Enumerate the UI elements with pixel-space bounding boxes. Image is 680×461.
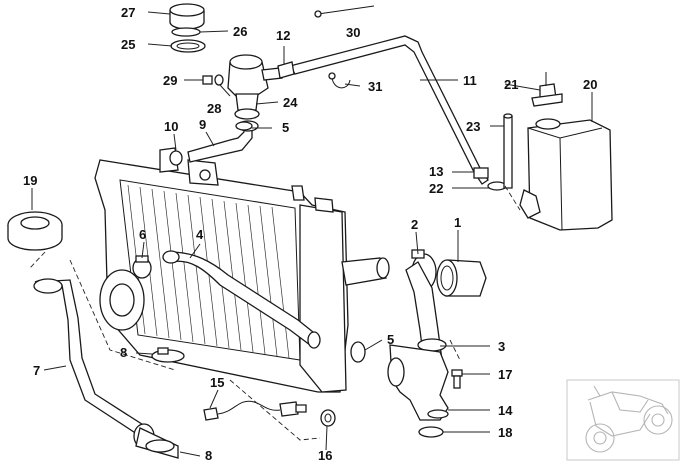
callout-19: 19 <box>23 173 37 188</box>
clamp-5-upper <box>235 121 253 131</box>
gasket-ring-19 <box>7 211 63 251</box>
callout-24: 24 <box>283 95 298 110</box>
callout-11: 11 <box>463 73 477 88</box>
callout-2: 2 <box>411 217 418 232</box>
callout-28: 28 <box>207 101 221 116</box>
callout-10: 10 <box>164 119 178 134</box>
clamp-8-lower <box>151 347 185 363</box>
callout-9: 9 <box>199 117 206 132</box>
filler-neck-24 <box>227 54 283 120</box>
bolt-17 <box>451 369 463 389</box>
dashed-guides <box>29 185 521 441</box>
clamp-10 <box>169 150 183 166</box>
washer-28 <box>214 74 224 86</box>
hose-upper-4 <box>162 250 321 349</box>
temp-sensor-15 <box>203 400 307 421</box>
callout-8-upper: 8 <box>120 345 127 360</box>
clip-31 <box>328 72 351 89</box>
callout-26: 26 <box>233 24 247 39</box>
tube-23 <box>503 113 513 189</box>
callout-17: 17 <box>498 367 512 382</box>
radiator-cap-27 <box>169 3 205 30</box>
callout-5-upper: 5 <box>282 120 289 135</box>
callout-1: 1 <box>454 215 461 230</box>
expansion-tank-20 <box>519 118 613 231</box>
callout-27: 27 <box>121 5 135 20</box>
motorcycle-icon <box>566 379 680 461</box>
oring-18 <box>418 426 444 438</box>
callout-21: 21 <box>504 77 518 92</box>
callout-16: 16 <box>318 448 332 461</box>
callout-18: 18 <box>498 425 512 440</box>
seal-25 <box>170 39 206 53</box>
callout-labels: 27 25 26 12 30 29 28 24 31 11 21 20 10 9… <box>23 5 597 461</box>
clamp-8-bottom <box>145 439 175 453</box>
callout-29: 29 <box>163 73 177 88</box>
callout-6: 6 <box>139 227 146 242</box>
hose-1 <box>436 259 487 297</box>
dipstick-30 <box>314 5 375 18</box>
callout-20: 20 <box>583 77 597 92</box>
callout-22: 22 <box>429 181 443 196</box>
callout-7: 7 <box>33 363 40 378</box>
callout-3: 3 <box>498 339 505 354</box>
callout-25: 25 <box>121 37 135 52</box>
washer-16 <box>320 409 336 427</box>
clamp-6 <box>132 255 152 279</box>
callout-8-lower: 8 <box>205 448 212 461</box>
callout-5-lower: 5 <box>387 332 394 347</box>
tank-cap-21 <box>531 72 563 107</box>
callout-30: 30 <box>346 25 360 40</box>
callout-15: 15 <box>210 375 224 390</box>
callout-12: 12 <box>276 28 290 43</box>
overflow-line-11 <box>277 35 489 185</box>
callout-23: 23 <box>466 119 480 134</box>
callout-13: 13 <box>429 164 443 179</box>
clip-13-22 <box>473 167 507 191</box>
callout-4: 4 <box>196 227 204 242</box>
seal-26 <box>171 27 201 37</box>
clamp-5-lower <box>350 341 366 363</box>
thermostat-housing <box>387 344 449 421</box>
callout-31: 31 <box>368 79 382 94</box>
leader-lines <box>31 11 593 457</box>
nut-29 <box>202 75 213 85</box>
callout-14: 14 <box>498 403 513 418</box>
